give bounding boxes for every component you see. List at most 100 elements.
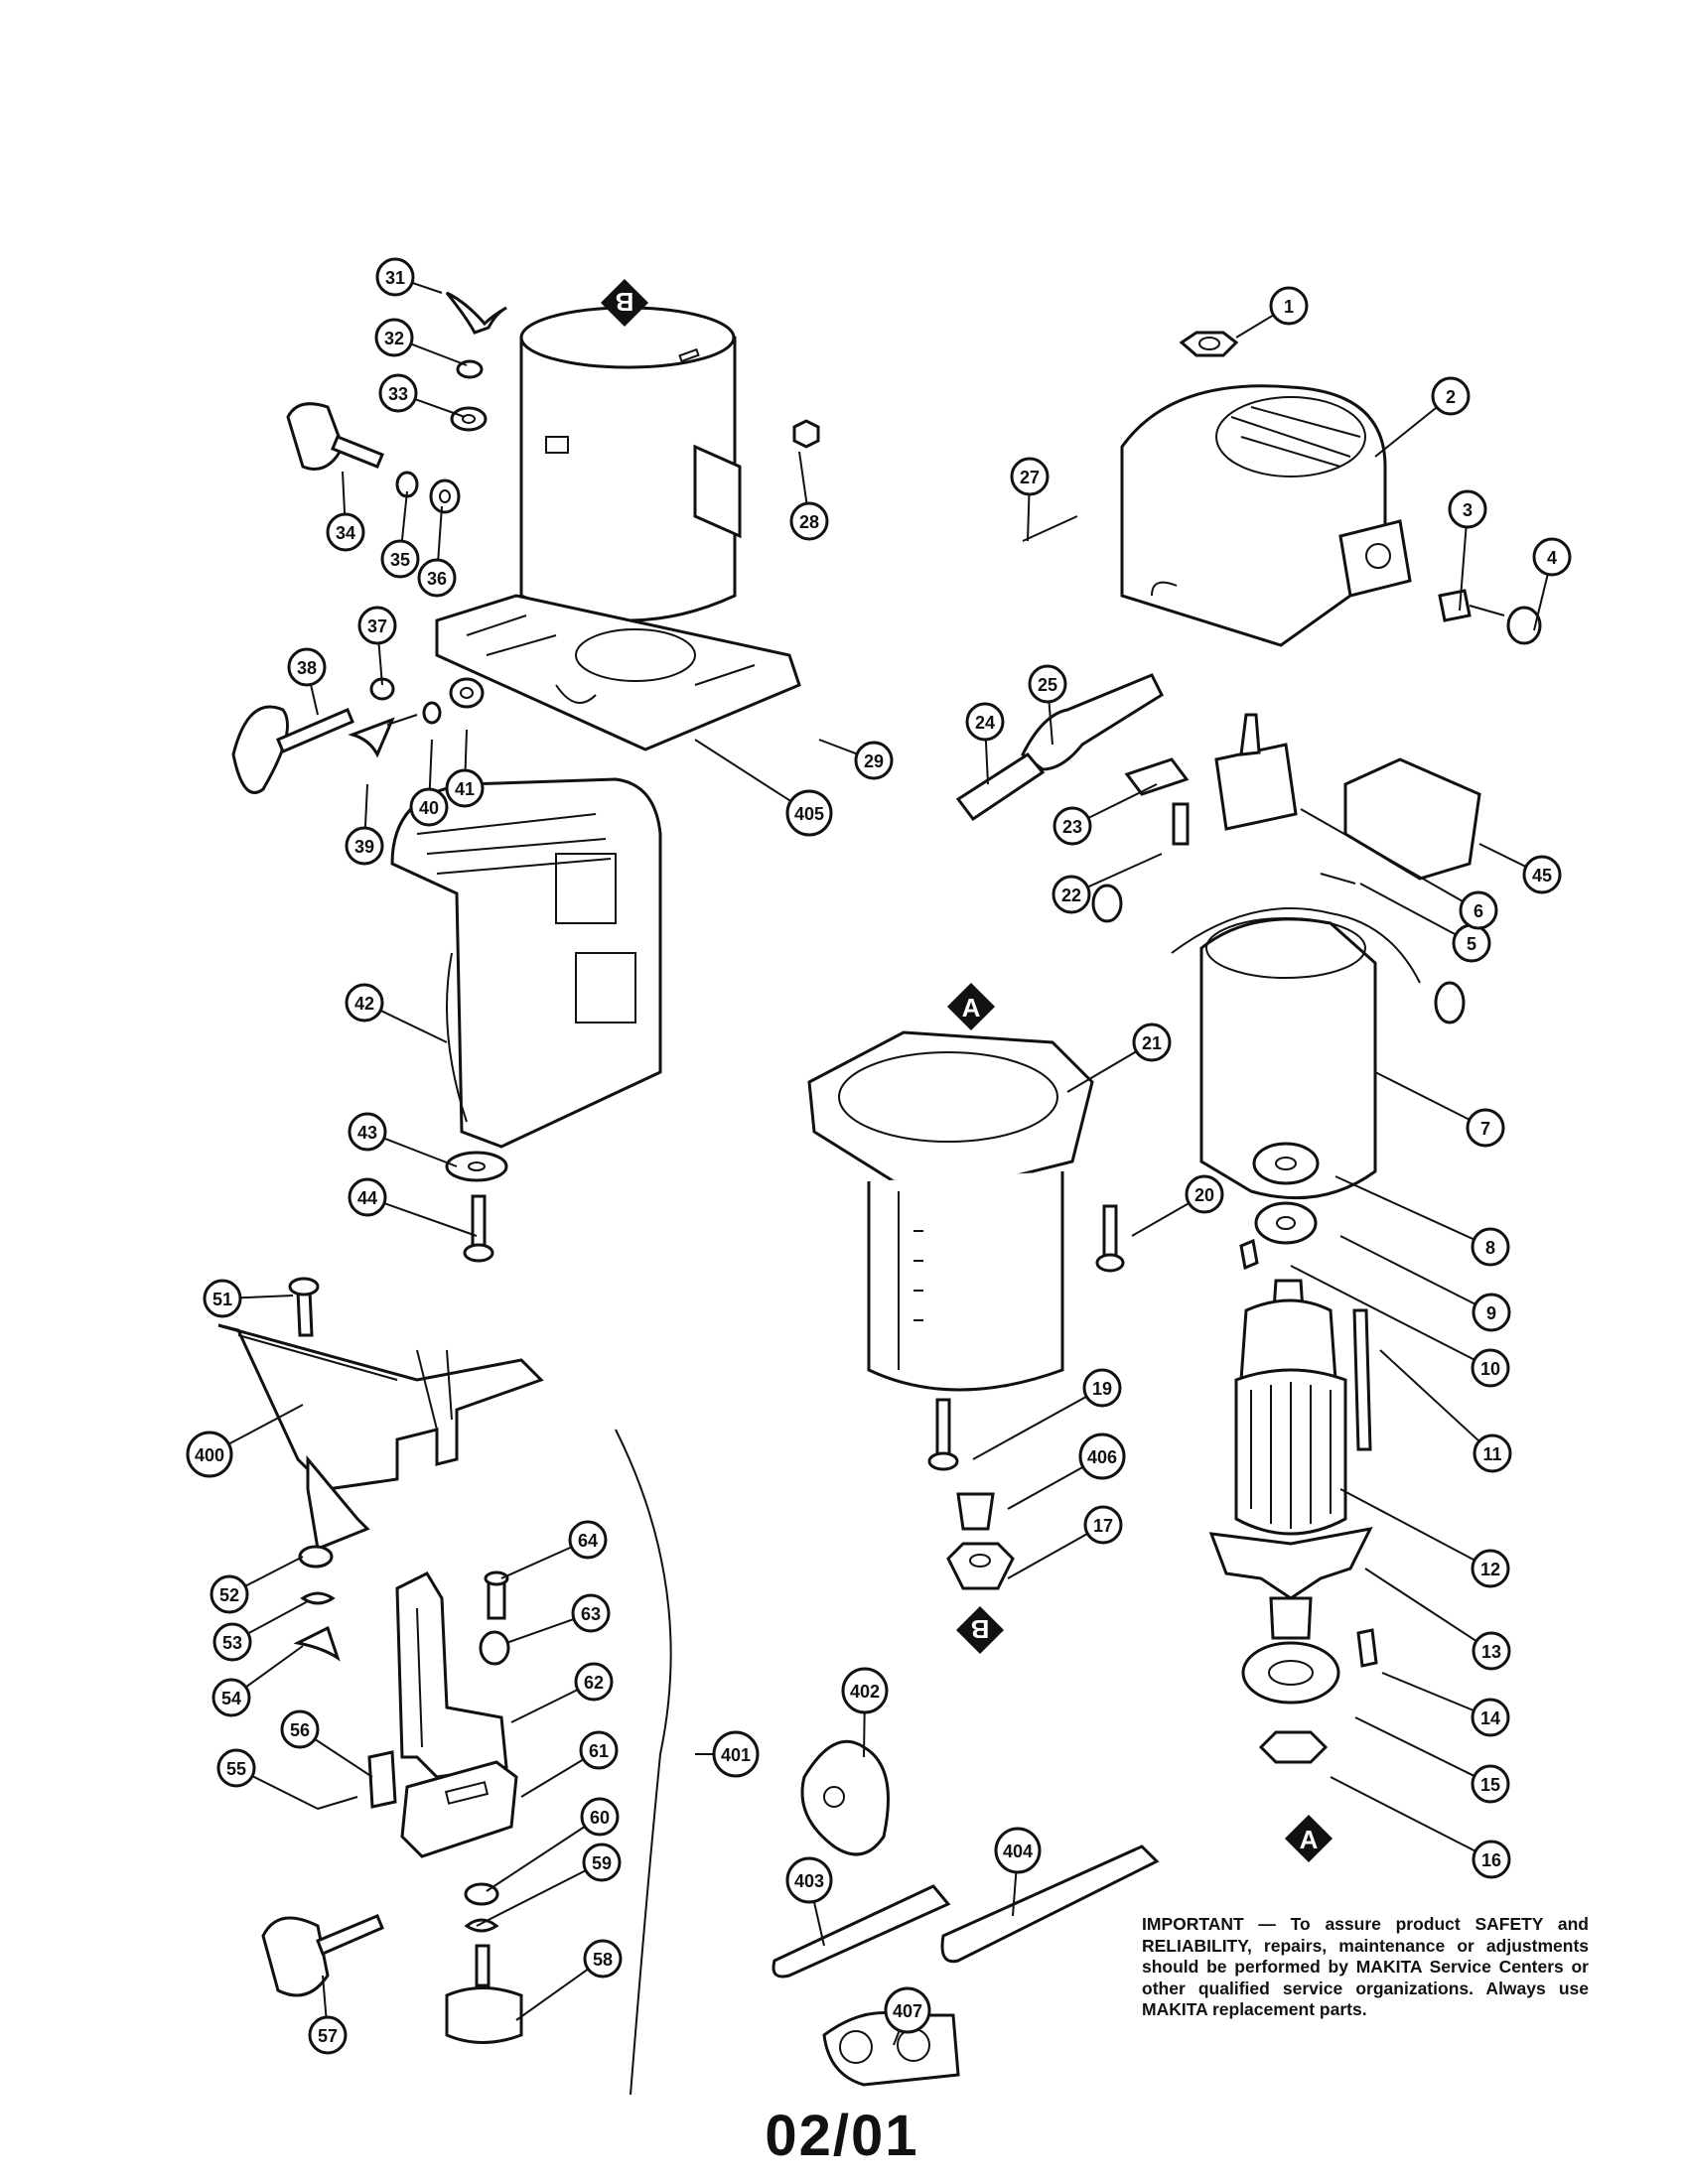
leader-line-42 bbox=[379, 1009, 448, 1043]
callout-circle bbox=[1471, 1348, 1510, 1388]
ref-marker-label: B bbox=[616, 287, 634, 317]
callout-circle bbox=[212, 1622, 252, 1662]
callout-10: 10 bbox=[1471, 1348, 1510, 1388]
callout-circle bbox=[1522, 855, 1562, 894]
callout-36: 36 bbox=[417, 558, 457, 598]
callout-label: 62 bbox=[584, 1673, 604, 1693]
callout-52: 52 bbox=[210, 1574, 249, 1614]
callout-21: 21 bbox=[1132, 1023, 1172, 1062]
callout-2: 2 bbox=[1431, 376, 1471, 416]
callout-33: 33 bbox=[378, 373, 418, 413]
knob-34 bbox=[286, 402, 461, 514]
leader-line-63 bbox=[505, 1618, 575, 1644]
callout-circle bbox=[308, 2015, 348, 2055]
callout-32: 32 bbox=[374, 318, 414, 357]
callout-circle bbox=[1472, 1293, 1511, 1332]
callout-13: 13 bbox=[1472, 1631, 1511, 1671]
callout-34: 34 bbox=[326, 512, 365, 552]
leader-line-22 bbox=[1087, 853, 1163, 888]
callout-41: 41 bbox=[445, 768, 485, 808]
callout-406: 406 bbox=[1078, 1433, 1126, 1480]
leader-line-403 bbox=[812, 1901, 825, 1947]
callout-label: 44 bbox=[357, 1188, 377, 1208]
callout-circle bbox=[854, 741, 894, 780]
callout-circle bbox=[1083, 1505, 1123, 1545]
page-code: 02/01 bbox=[765, 2104, 919, 2168]
callout-label: 16 bbox=[1481, 1850, 1501, 1870]
leader-line-41 bbox=[464, 729, 468, 771]
leader-line-40 bbox=[428, 739, 433, 790]
leader-line-43 bbox=[383, 1137, 458, 1167]
callout-22: 22 bbox=[1052, 875, 1091, 914]
callout-label: 37 bbox=[367, 616, 387, 636]
callout-circle bbox=[568, 1520, 608, 1560]
callout-24: 24 bbox=[965, 702, 1005, 742]
callout-circle bbox=[345, 826, 384, 866]
callout-label: 33 bbox=[388, 384, 408, 404]
callout-circle bbox=[210, 1574, 249, 1614]
callout-407: 407 bbox=[884, 1986, 931, 2034]
callout-label: 27 bbox=[1020, 468, 1040, 487]
leader-line-24 bbox=[984, 739, 989, 785]
callout-43: 43 bbox=[348, 1112, 387, 1152]
callout-circle bbox=[380, 539, 420, 579]
leader-line-25 bbox=[1048, 701, 1053, 746]
leader-line-17 bbox=[1007, 1532, 1088, 1579]
callout-label: 41 bbox=[455, 779, 475, 799]
callout-circle bbox=[1448, 489, 1487, 529]
callout-circle bbox=[994, 1827, 1042, 1874]
callout-circle bbox=[571, 1593, 611, 1633]
leader-line-15 bbox=[1354, 1716, 1475, 1777]
callout-circle bbox=[579, 1730, 619, 1770]
callout-circle bbox=[1052, 806, 1092, 846]
leader-line-56 bbox=[314, 1738, 373, 1778]
guide-400 bbox=[217, 1323, 544, 1552]
callout-label: 8 bbox=[1485, 1238, 1495, 1258]
ref-marker-a: A bbox=[1284, 1814, 1333, 1863]
callout-circle bbox=[374, 318, 414, 357]
callout-label: 13 bbox=[1481, 1642, 1501, 1662]
leader-line-31 bbox=[411, 281, 443, 294]
leader-line-54 bbox=[245, 1645, 304, 1689]
callout-circle bbox=[357, 606, 397, 645]
callout-circle bbox=[1472, 1840, 1511, 1879]
callout-label: 52 bbox=[219, 1585, 239, 1605]
callout-circle bbox=[203, 1279, 242, 1318]
callout-circle bbox=[785, 1856, 833, 1904]
callout-19: 19 bbox=[1082, 1368, 1122, 1408]
callout-circle bbox=[287, 647, 327, 687]
leader-line-59 bbox=[476, 1869, 587, 1927]
callout-label: 14 bbox=[1480, 1708, 1500, 1728]
leader-line-62 bbox=[510, 1689, 579, 1723]
leader-line-405 bbox=[694, 739, 792, 802]
leader-line-16 bbox=[1330, 1776, 1476, 1852]
callout-circle bbox=[1459, 890, 1498, 930]
housing-cylinder bbox=[519, 306, 742, 622]
callout-label: 15 bbox=[1480, 1775, 1500, 1795]
callout-circle bbox=[841, 1667, 889, 1714]
leader-line-39 bbox=[363, 783, 368, 829]
callout-label: 7 bbox=[1480, 1119, 1490, 1139]
leader-line-404 bbox=[1012, 1871, 1018, 1917]
callout-label: 35 bbox=[390, 550, 410, 570]
callout-label: 32 bbox=[384, 329, 404, 348]
callout-label: 39 bbox=[354, 837, 374, 857]
leader-line-402 bbox=[863, 1711, 866, 1758]
leader-line-35 bbox=[400, 490, 408, 542]
callout-44: 44 bbox=[348, 1177, 387, 1217]
leader-line-23 bbox=[1087, 783, 1158, 819]
callout-circle bbox=[1052, 875, 1091, 914]
leader-line-27 bbox=[1027, 493, 1031, 542]
callout-label: 17 bbox=[1093, 1516, 1113, 1536]
callout-4: 4 bbox=[1532, 537, 1572, 577]
callout-circle bbox=[417, 558, 457, 598]
callout-28: 28 bbox=[789, 501, 829, 541]
leader-line-57 bbox=[322, 1975, 328, 2018]
callout-label: 55 bbox=[226, 1759, 246, 1779]
part-drawings bbox=[217, 291, 1542, 2096]
callout-label: 10 bbox=[1480, 1359, 1500, 1379]
callout-circle bbox=[345, 983, 384, 1023]
base-21 bbox=[807, 1030, 1094, 1392]
callout-circle bbox=[1473, 1433, 1512, 1473]
